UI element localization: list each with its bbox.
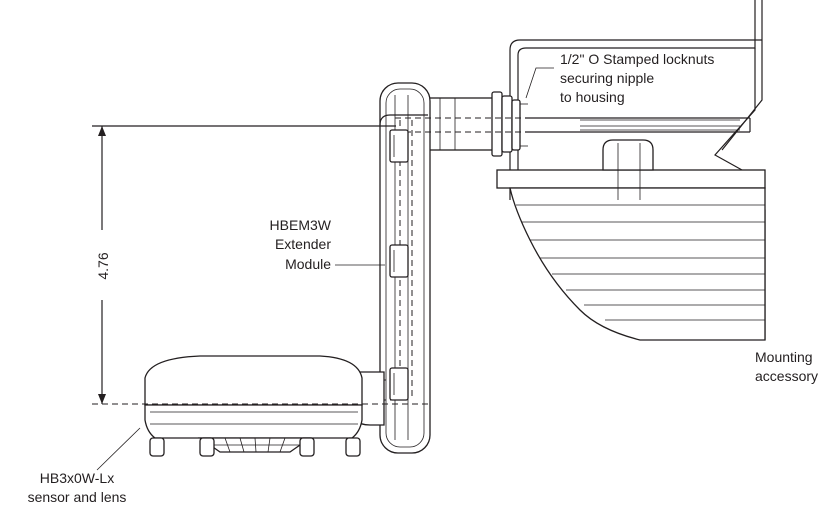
mounting-label-line2: accessory [755,368,818,384]
locknuts-label-line1: 1/2" O Stamped locknuts [560,51,714,67]
locknuts-label-line2: securing nipple [560,70,654,86]
sensor-label-line1: HB3x0W-Lx [40,470,114,486]
extender-module [349,82,525,454]
locknuts-label-line3: to housing [560,89,625,105]
extender-label-line2: Extender [275,236,331,252]
label-extender: HBEM3W Extender Module [270,217,385,272]
sensor-and-lens [144,355,363,457]
label-mounting: Mounting accessory [755,349,818,384]
label-locknuts: 1/2" O Stamped locknuts securing nipple … [525,51,714,105]
dimension-value: 4.76 [95,252,111,279]
nipple-and-locknuts [427,91,528,157]
sensor-label-line2: sensor and lens [28,489,127,505]
dimension-4-76: 4.76 [92,125,432,405]
extender-label-line3: Module [285,256,331,272]
mounting-accessory [496,0,766,341]
mounting-label-line1: Mounting [755,349,813,365]
extender-label-line1: HBEM3W [270,217,332,233]
label-sensor: HB3x0W-Lx sensor and lens [28,427,141,505]
